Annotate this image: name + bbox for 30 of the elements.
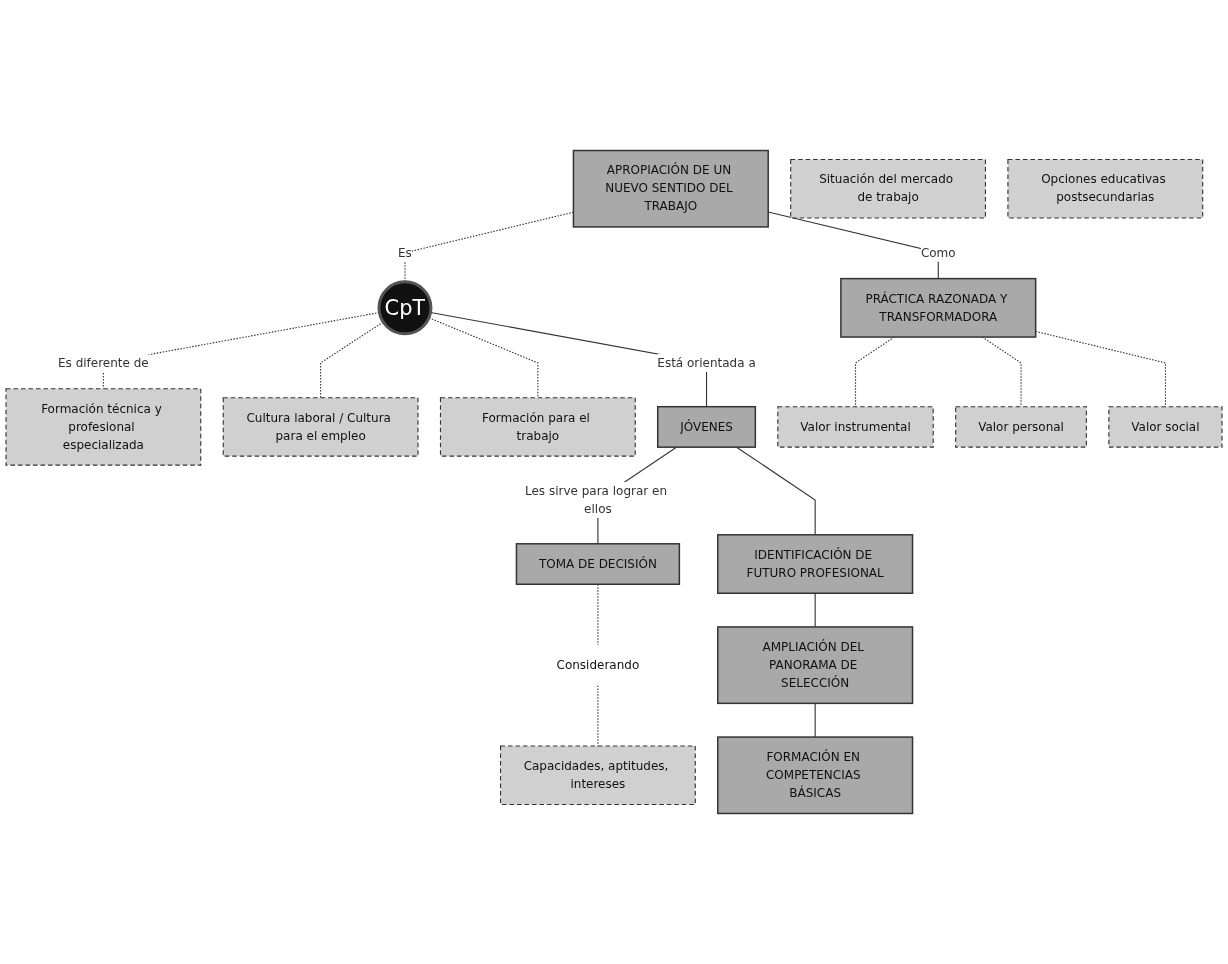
node-box: Formación técnica y profesional especializada	[5, 388, 202, 466]
node-text: Considerando	[556, 657, 640, 672]
node-box: PRÁCTICA RAZONADA Y TRANSFORMADORA	[840, 277, 1037, 338]
node-box: AMPLIACIÓN DEL PANORAMA DE SELECCIÓN	[717, 626, 914, 705]
node-box: Valor personal	[955, 406, 1087, 448]
node-box: Situación del mercado de trabajo	[790, 158, 986, 219]
node-box: Valor instrumental	[777, 406, 934, 448]
edge-label: Como	[920, 245, 956, 260]
connector	[814, 702, 816, 738]
node-box: IDENTIFICACIÓN DE FUTURO PROFESIONAL	[717, 534, 914, 594]
connector	[428, 317, 539, 399]
connector	[981, 336, 1022, 408]
connector	[597, 684, 599, 747]
node-box: Cultura laboral / Cultura para el empleo	[222, 397, 419, 457]
connector	[814, 592, 816, 628]
edge-label: Está orientada a	[657, 355, 756, 370]
node-box: Opciones educativas postsecundarias	[1007, 158, 1204, 219]
node-box: Formación para el trabajo	[439, 397, 636, 457]
node-box: JÓVENES	[656, 405, 757, 448]
node-circle: CpT	[377, 280, 433, 336]
node-box: Valor social	[1108, 406, 1223, 448]
node-box: TOMA DE DECISIÓN	[515, 543, 681, 585]
edge-label: Es	[398, 245, 412, 260]
connector	[736, 446, 816, 536]
node-box: APROPIACIÓN DE UN NUEVO SENTIDO DEL TRABAJO	[572, 149, 769, 228]
node-box: FORMACIÓN EN COMPETENCIAS BÁSICAS	[717, 736, 914, 815]
edge-label: Les sirve para lograr en ellos	[525, 483, 667, 516]
node-box: Capacidades, aptitudes, intereses	[499, 745, 696, 806]
connector	[1035, 330, 1166, 408]
edge-label: Es diferente de	[58, 355, 149, 370]
